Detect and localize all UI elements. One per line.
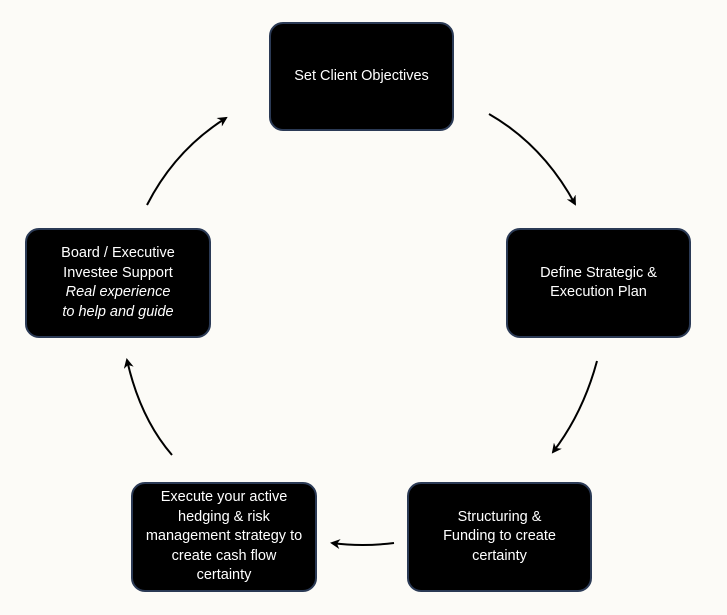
node-set-client-objectives: Set Client Objectives [269,22,454,131]
node-label-line: Define Strategic & [540,264,657,281]
node-execute-hedging: Execute your active hedging & risk manag… [131,482,317,592]
node-define-strategic-plan: Define Strategic & Execution Plan [506,228,691,338]
node-label-line: Execute your active [160,489,288,506]
node-label: Set Client Objectives [294,67,429,84]
node-label-line: hedging & risk [178,508,270,525]
node-italic-line: Real experience [65,284,171,300]
arrow-execute-to-board-support [123,358,173,456]
node-label-line: management strategy to [145,528,303,545]
node-label-line: create cash flow [171,547,277,564]
arrow-board-support-to-objectives [146,116,228,206]
node-board-support: Board / Executive Investee Support Real … [25,228,211,338]
arrow-objectives-to-strategic-plan [488,113,576,206]
node-label-line: Structuring & [457,508,542,525]
node-italic-line: to help and guide [62,303,174,320]
node-label-line: certainty [472,547,527,564]
node-label-line: Funding to create [443,528,556,545]
arrow-structuring-to-execute [330,539,395,550]
node-label-line: Board / Executive [61,245,175,261]
node-label-line: Execution Plan [550,284,647,300]
node-label-line: Investee Support [63,264,173,281]
arrow-strategic-plan-to-structuring [551,360,598,454]
node-structuring-funding: Structuring & Funding to create certaint… [407,482,592,592]
node-label-line: certainty [196,567,252,584]
